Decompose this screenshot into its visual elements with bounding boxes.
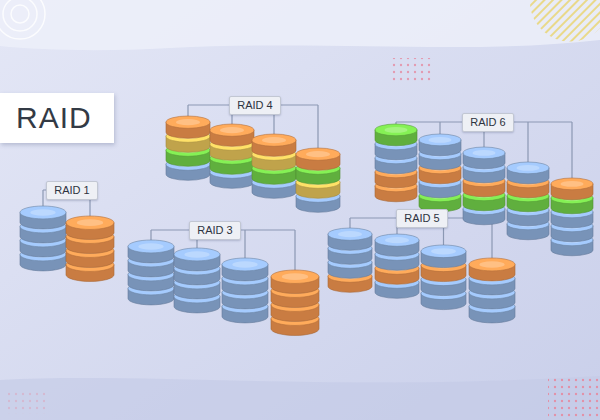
disk-shine [220, 127, 244, 133]
disk-top [166, 116, 210, 128]
bracket-line [42, 190, 43, 206]
bracket-line [294, 230, 295, 270]
disk-top [507, 162, 549, 174]
title-box: RAID [0, 93, 114, 143]
bracket-line [527, 122, 528, 162]
disk-stack [252, 134, 296, 198]
disk-shine [385, 237, 409, 243]
bracket-line [395, 122, 396, 124]
bracket-line [244, 230, 245, 258]
disk-shine [306, 151, 330, 157]
top-band [0, 0, 600, 50]
disk-stack [210, 124, 254, 188]
disk-shine [176, 119, 200, 125]
disk-shine [262, 137, 286, 143]
disk-stack [375, 234, 419, 298]
dot-ornament [392, 58, 434, 82]
disk-stacks [20, 116, 593, 335]
disk-top [375, 124, 417, 136]
disk-shine [516, 165, 539, 171]
disk-top [421, 245, 466, 258]
disk-stack [419, 134, 461, 212]
disk-stack [174, 248, 220, 313]
disk-top [463, 147, 505, 159]
bracket-line [317, 105, 318, 148]
raid-level-label: RAID 4 [237, 99, 272, 112]
stripe-ornament [530, 0, 600, 42]
disk-top [271, 270, 319, 283]
disk-top [128, 240, 174, 253]
raid-label: RAID 3 [189, 221, 240, 240]
disk-shine [560, 181, 583, 187]
disk-stack [421, 245, 466, 310]
disk-stack [166, 116, 210, 180]
disk-shine [431, 248, 456, 254]
bracket-line [349, 218, 350, 228]
disk-shine [232, 261, 257, 267]
dot-ornament [548, 378, 600, 420]
disk-top [469, 258, 515, 271]
bottom-band [0, 376, 600, 420]
bracket-line [187, 105, 188, 116]
disk-shine [428, 137, 451, 143]
disk-top [551, 178, 593, 190]
raid-label: RAID 6 [462, 113, 513, 132]
bracket-line [439, 122, 440, 134]
disk-shine [384, 127, 407, 133]
disk-shine [338, 231, 362, 237]
raid-level-label: RAID 6 [470, 116, 505, 129]
disk-stack [551, 178, 593, 256]
disk-stack [463, 147, 505, 225]
disk-top [20, 206, 66, 219]
title: RAID [16, 101, 92, 135]
disk-top [252, 134, 296, 146]
disk-stack [469, 258, 515, 323]
circle-ornament [0, 0, 45, 39]
raid-level-label: RAID 5 [404, 212, 439, 225]
disk-stack [271, 270, 319, 335]
disk-stack [375, 124, 417, 202]
disk-stack [296, 148, 340, 212]
disk-top [66, 216, 114, 229]
raid-label: RAID 1 [46, 181, 97, 200]
disk-top [222, 258, 268, 271]
disk-stack [128, 240, 174, 305]
disk-stack [222, 258, 268, 323]
dot-ornament [8, 392, 48, 414]
disk-top [328, 228, 372, 240]
disk-shine [479, 261, 504, 267]
raid-level-label: RAID 3 [197, 224, 232, 237]
disk-shine [30, 209, 55, 215]
disk-top [296, 148, 340, 160]
bracket-lines [43, 105, 572, 270]
disk-top [419, 134, 461, 146]
raid-label: RAID 5 [396, 209, 447, 228]
disk-stack [507, 162, 549, 240]
bracket-line [150, 230, 151, 240]
disk-shine [77, 219, 103, 226]
raid-level-label: RAID 1 [54, 184, 89, 197]
disk-shine [138, 243, 163, 249]
disk-top [174, 248, 220, 261]
disk-stack [66, 216, 114, 281]
disk-shine [184, 251, 209, 257]
raid-label: RAID 4 [229, 96, 280, 115]
disk-shine [472, 150, 495, 156]
disk-top [210, 124, 254, 136]
disk-shine [282, 273, 308, 280]
disk-stack [328, 228, 372, 292]
bracket-line [571, 122, 572, 178]
disk-stack [20, 206, 66, 271]
disk-top [375, 234, 419, 246]
